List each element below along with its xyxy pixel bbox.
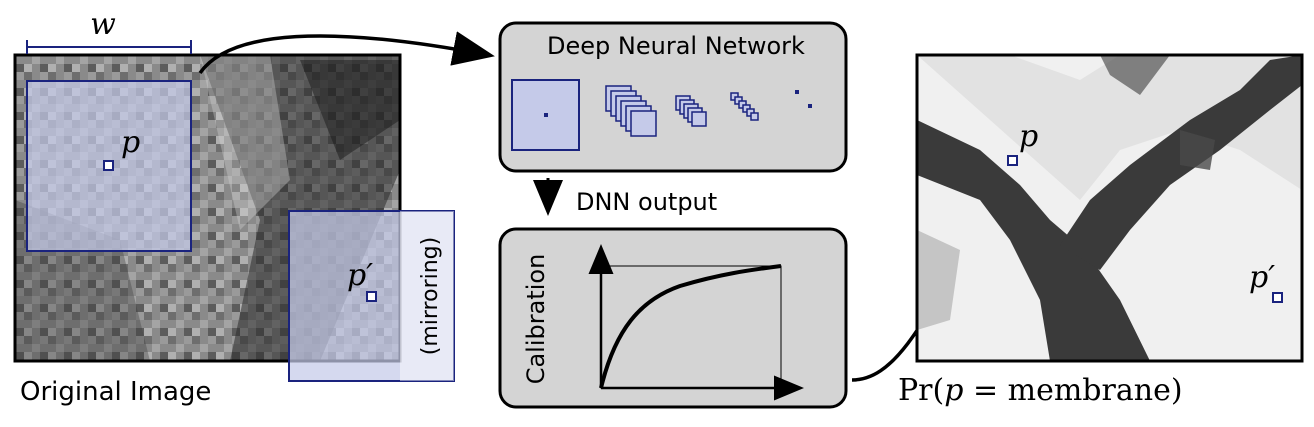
- point-p-prime-label: p′: [347, 258, 373, 293]
- output-point-p-label: p: [1019, 119, 1038, 154]
- point-p-marker: [103, 160, 114, 171]
- output-point-p-prime-marker: [1272, 292, 1283, 303]
- probability-prefix: Pr(: [898, 373, 944, 408]
- window-width-bracket: [26, 40, 192, 54]
- dnn-output-label: DNN output: [576, 188, 717, 216]
- output-point-p-marker: [1007, 155, 1018, 166]
- dnn-panel: [498, 21, 848, 173]
- window-width-label: w: [90, 7, 116, 42]
- point-p-prime-marker: [366, 291, 377, 302]
- mirroring-label: (mirroring): [418, 237, 443, 355]
- probability-map: [915, 53, 1304, 363]
- input-window-p-prime: [288, 210, 455, 382]
- original-image-caption: Original Image: [20, 377, 211, 407]
- dnn-layers-illustration: [511, 79, 812, 151]
- calibration-label: Calibration: [522, 254, 550, 385]
- point-p-label: p: [121, 125, 140, 160]
- dnn-title: Deep Neural Network: [547, 32, 805, 60]
- probability-caption: Pr(p = membrane): [898, 373, 1183, 408]
- calibration-curve: [599, 264, 782, 389]
- probability-var: p: [944, 373, 963, 408]
- calibration-curve-plot: [588, 244, 804, 401]
- output-point-p-prime-label: p′: [1249, 260, 1275, 295]
- input-window-p: [26, 80, 192, 252]
- probability-suffix: = membrane): [963, 373, 1182, 408]
- arrow-to-dnn: [198, 31, 495, 75]
- calibration-panel: [498, 227, 848, 409]
